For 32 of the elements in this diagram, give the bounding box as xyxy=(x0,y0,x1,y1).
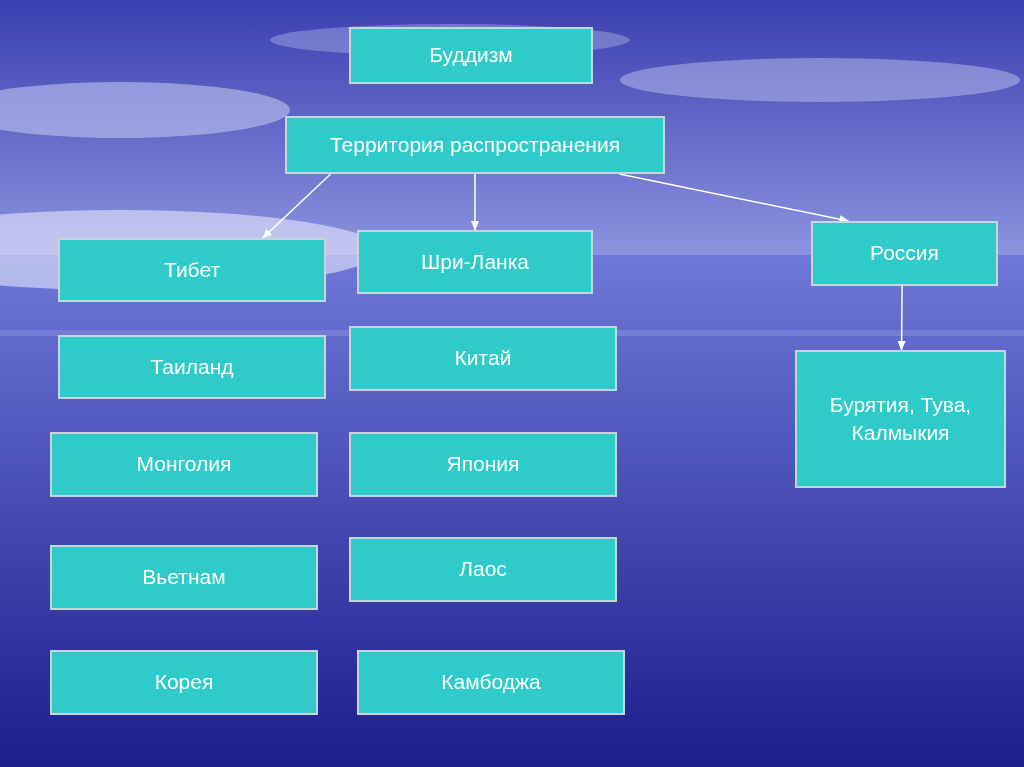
region-box xyxy=(349,432,617,497)
region-box xyxy=(50,650,318,715)
box-label: Лаос xyxy=(458,556,508,583)
region-box xyxy=(50,432,318,497)
box-label: Тибет xyxy=(163,256,221,283)
region-box xyxy=(285,116,665,174)
box-label: Вьетнам xyxy=(141,564,227,591)
arrow xyxy=(618,173,850,224)
region-box xyxy=(349,537,617,602)
box-label: Корея xyxy=(153,669,215,696)
region-box xyxy=(349,27,593,84)
box-label: Территория распространения xyxy=(328,131,622,158)
box-label: Россия xyxy=(869,240,940,267)
box-label: Япония xyxy=(445,451,521,478)
region-box xyxy=(50,545,318,610)
region-box xyxy=(349,326,617,391)
box-label: Таиланд xyxy=(149,353,235,380)
arrow xyxy=(262,173,332,239)
region-box xyxy=(58,238,326,302)
box-label: Монголия xyxy=(135,451,233,478)
box-label: Буддизм xyxy=(428,42,514,69)
region-box xyxy=(357,650,625,715)
box-label: Бурятия, Тува, Калмыкия xyxy=(828,391,973,446)
region-box xyxy=(58,335,326,399)
box-label: Китай xyxy=(453,345,513,372)
region-box xyxy=(357,230,593,294)
arrow xyxy=(897,285,906,351)
box-label: Шри-Ланка xyxy=(419,248,530,275)
region-box xyxy=(811,221,998,286)
arrow xyxy=(471,173,479,231)
region-box xyxy=(795,350,1006,488)
box-label: Камбоджа xyxy=(440,669,542,696)
